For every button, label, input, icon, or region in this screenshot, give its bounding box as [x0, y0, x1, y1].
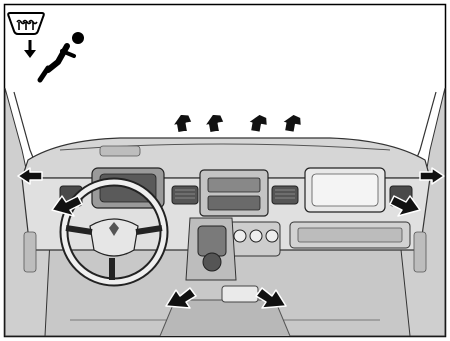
defroster-icon — [8, 13, 44, 34]
